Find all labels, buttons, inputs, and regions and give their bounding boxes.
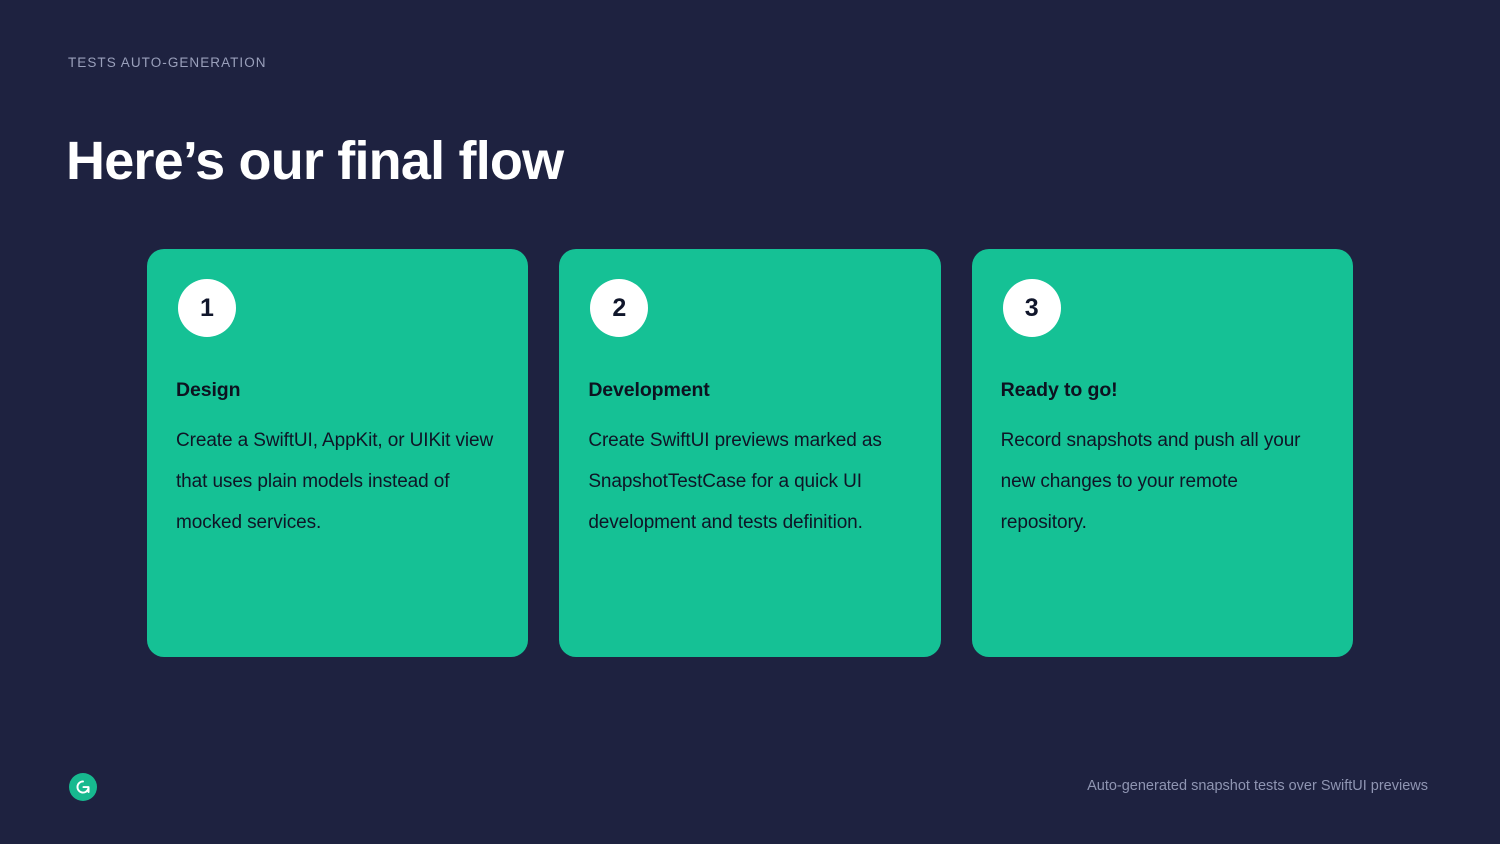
step-number-badge: 3 [1002,279,1061,337]
flow-steps-container: 1 Design Create a SwiftUI, AppKit, or UI… [147,249,1353,657]
step-body-text: Record snapshots and push all your new c… [1000,430,1301,533]
step-body-text: Create SwiftUI previews marked as Snapsh… [588,430,882,533]
flow-step-card: 2 Development Create SwiftUI previews ma… [559,249,941,657]
flow-step-card: 1 Design Create a SwiftUI, AppKit, or UI… [147,249,529,657]
step-heading: Development [588,379,710,401]
slide-eyebrow: TESTS AUTO-GENERATION [68,55,267,70]
flow-step-card: 3 Ready to go! Record snapshots and push… [971,249,1353,657]
rotate-g-logo-icon [69,773,97,801]
step-body-text: Create a SwiftUI, AppKit, or UIKit view … [176,430,494,533]
page-title: Here’s our final flow [66,131,564,192]
step-number-badge: 1 [178,279,236,337]
step-heading: Design [176,379,241,401]
step-number-badge: 2 [590,279,649,337]
footer-caption: Auto-generated snapshot tests over Swift… [1087,778,1428,794]
step-heading: Ready to go! [1000,379,1118,401]
